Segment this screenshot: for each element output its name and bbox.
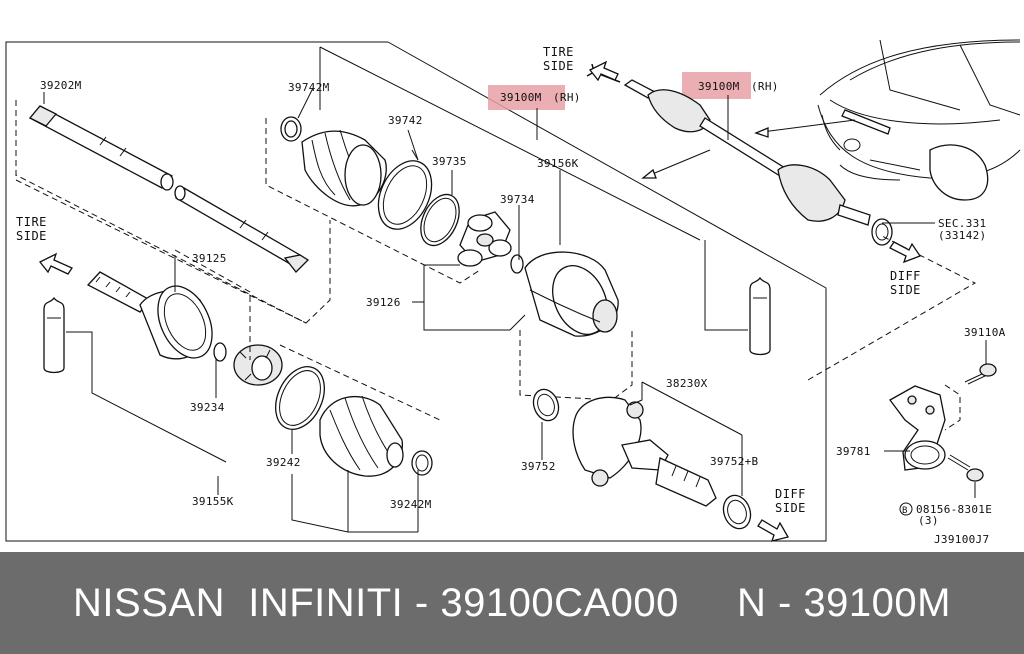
- label-39125: 39125: [192, 252, 227, 265]
- label-39734: 39734: [500, 193, 535, 206]
- seal-39752b: [722, 494, 752, 530]
- label-39110a: 39110A: [964, 326, 1006, 339]
- label-39242m: 39242M: [390, 498, 432, 511]
- label-tire-left-2: SIDE: [16, 229, 47, 243]
- bracket-dash: [807, 234, 977, 381]
- label-tire-left-1: TIRE: [16, 215, 47, 229]
- inner-joint-39125: [86, 271, 213, 360]
- grease-tube-left: [43, 296, 65, 374]
- grease-tube-right: [749, 276, 771, 356]
- left-group-dash-box: [174, 249, 251, 360]
- bolt-39110a: [964, 363, 997, 385]
- label-diff-bottom-1: DIFF: [775, 487, 806, 501]
- spider-39126: [457, 211, 512, 267]
- label-rh-right: (RH): [751, 80, 779, 93]
- outer-joint-38230x: [572, 396, 717, 507]
- boot-39742m: [280, 116, 387, 207]
- label-39242: 39242: [266, 456, 301, 469]
- arrow-diff-side-right: [889, 241, 921, 264]
- label-sec331-sub: (33142): [938, 229, 986, 242]
- banner-text: NISSAN INFINITI - 39100CA000 N - 39100M: [73, 580, 951, 625]
- label-39156k: 39156K: [537, 157, 579, 170]
- part-number-banner: NISSAN INFINITI - 39100CA000 N - 39100M: [0, 552, 1024, 654]
- label-39126: 39126: [366, 296, 401, 309]
- bracket-39155k: [66, 331, 227, 463]
- band-39742: [377, 149, 433, 230]
- seal-39752: [532, 388, 560, 422]
- snap-ring-39234: [213, 342, 227, 362]
- arrow-assembly-pointers: [641, 119, 856, 179]
- label-39735: 39735: [432, 155, 467, 168]
- label-bolt-qty: (3): [918, 514, 939, 527]
- label-diff-right-1: DIFF: [890, 269, 921, 283]
- highlight-39100m-left: [488, 85, 565, 110]
- highlight-39100m-right: [682, 72, 751, 99]
- bracket-39781: [889, 385, 946, 471]
- diagram-frame: [5, 41, 827, 542]
- label-bolt-code: 08156-8301E: [916, 503, 992, 516]
- label-diagram-id: J39100J7: [934, 533, 989, 546]
- label-sec331: SEC.331: [938, 217, 986, 230]
- label-bolt-circle: B: [902, 506, 908, 516]
- vehicle-outline: [817, 39, 1021, 201]
- spider-39125: [233, 344, 283, 386]
- boot-39242m: [319, 395, 433, 477]
- label-39752b: 39752+B: [710, 455, 759, 468]
- label-tire-top-2: SIDE: [543, 59, 574, 73]
- label-39742m: 39742M: [288, 81, 330, 94]
- label-rh-left: (RH): [553, 91, 581, 104]
- driveshaft-assembly-39100m: [623, 79, 893, 246]
- exploded-parts-diagram: 39202M 39742M 39742 39735 39734 39156K 3…: [5, 39, 1021, 546]
- snap-ring-39735: [420, 193, 460, 247]
- label-39155k: 39155K: [192, 495, 234, 508]
- band-39242: [275, 366, 325, 430]
- label-39100m-right: 39100M: [698, 80, 740, 93]
- label-39781: 39781: [836, 445, 871, 458]
- housing-dash-box: [519, 330, 633, 401]
- label-39742: 39742: [388, 114, 423, 127]
- label-38230x: 38230X: [666, 377, 708, 390]
- label-diff-right-2: SIDE: [890, 283, 921, 297]
- arrow-tire-side-top: [586, 60, 621, 83]
- boot-group-top-dash-box: [265, 118, 481, 284]
- label-39100m-left: 39100M: [500, 91, 542, 104]
- bolt-08156: [947, 454, 984, 482]
- label-39202m: 39202M: [40, 79, 82, 92]
- shaft-39202m: [28, 92, 310, 273]
- housing-39156k: [524, 251, 619, 337]
- label-diff-bottom-2: SIDE: [775, 501, 806, 515]
- label-tire-top-1: TIRE: [543, 45, 574, 59]
- label-39752: 39752: [521, 460, 556, 473]
- arrow-tire-side-left: [38, 252, 73, 275]
- label-39234: 39234: [190, 401, 225, 414]
- arrow-diff-side-bottom: [757, 519, 789, 542]
- snap-ring-39734: [510, 254, 524, 274]
- leader-lines: [174, 87, 987, 533]
- bolt-code-circle: [899, 502, 913, 516]
